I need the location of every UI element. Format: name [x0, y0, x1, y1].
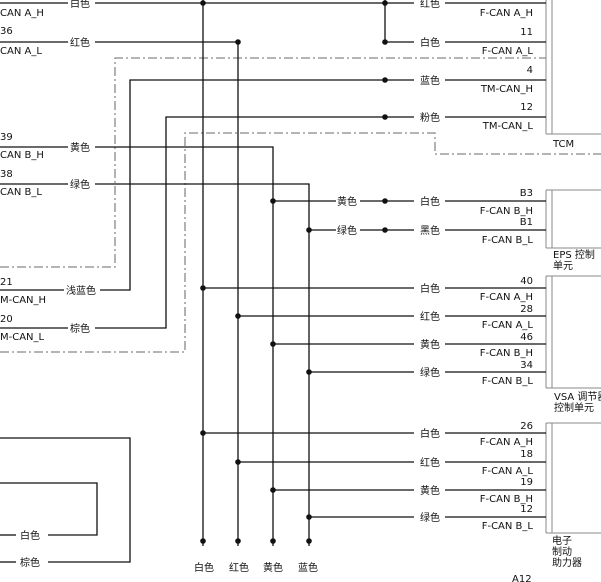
eps-name-1: EPS 控制 [553, 248, 595, 261]
tcm-pin-number: 12 [520, 102, 533, 113]
wire-color-yellow-eps: 黄色 [337, 195, 357, 208]
tcm-pin-color: 粉色 [420, 111, 440, 124]
wires-branches [203, 2, 546, 518]
wire-color-red-36: 红色 [70, 36, 90, 49]
tcm-name: TCM [552, 139, 574, 150]
wires-left [0, 2, 414, 546]
wire-color-white-top: 白色 [70, 0, 90, 10]
bus-color-yellow: 黄色 [263, 561, 283, 574]
wire-color-lightblue-21: 浅蓝色 [66, 284, 96, 297]
shield-lines [0, 57, 601, 353]
eps-pin-color: 黑色 [420, 224, 440, 237]
bus-color-red: 红色 [229, 561, 249, 574]
brake-pin-color: 白色 [420, 427, 440, 440]
brake-pin-number: 12 [520, 504, 533, 515]
brake-box: 电子 制动 助力器 [545, 422, 601, 569]
left-pin-38: 38 [0, 169, 13, 180]
vsa-pin-number: 46 [520, 332, 533, 343]
tcm-pin-number: 4 [527, 65, 533, 76]
vsa-pin-number: 34 [520, 360, 533, 371]
eps-name-2: 单元 [553, 260, 573, 272]
brake-pin-color: 红色 [420, 456, 440, 469]
vsa-pin-color: 红色 [420, 310, 440, 323]
vsa-pin-label: F-CAN B_H [480, 348, 533, 359]
wire-color-labels-mid: 黄色 绿色 [337, 195, 357, 237]
left-label-can-a-h: CAN A_H [0, 8, 44, 19]
vsa-pin-color: 绿色 [420, 366, 440, 379]
brake-pin-label: F-CAN A_L [482, 466, 534, 477]
brake-pin-number: 19 [520, 477, 533, 488]
bottom-pin-number: A12 [512, 574, 532, 582]
eps-box: EPS 控制 单元 [545, 189, 601, 272]
tcm-pin-number: 11 [520, 27, 533, 38]
brake-pin-color: 绿色 [420, 511, 440, 524]
brake-pin-label: F-CAN B_L [482, 521, 534, 532]
brake-pins: 白色 26 F-CAN A_H 红色 18 F-CAN A_L 黄色 19 F-… [420, 421, 533, 532]
eps-pins: 白色 B3 F-CAN B_H 黑色 B1 F-CAN B_L [420, 188, 533, 246]
eps-pin-number: B1 [520, 217, 533, 228]
left-label-m-can-h: M-CAN_H [0, 295, 46, 306]
tcm-pin-label: TM-CAN_L [482, 121, 534, 132]
wire-color-green-38: 绿色 [70, 178, 90, 191]
vsa-name-1: VSA 调节器 [554, 391, 601, 403]
left-label-m-can-l: M-CAN_L [0, 332, 45, 343]
vsa-pin-label: F-CAN A_H [480, 292, 533, 303]
wire-color-white-loop: 白色 [20, 529, 40, 542]
vsa-pin-number: 28 [520, 304, 533, 315]
tcm-box: TCM [545, 0, 601, 150]
wire-color-brown-loop: 棕色 [20, 556, 40, 569]
tcm-pins: 红色 F-CAN A_H 白色 11 F-CAN A_L 蓝色 4 TM-CAN… [420, 0, 533, 132]
eps-pin-label: F-CAN B_L [482, 235, 534, 246]
vsa-pin-color: 白色 [420, 282, 440, 295]
wire-color-labels-bottom: 白色 红色 黄色 蓝色 [194, 561, 318, 574]
brake-pin-number: 18 [520, 449, 533, 460]
left-pin-21: 21 [0, 277, 13, 288]
tcm-pin-color: 红色 [420, 0, 440, 10]
wire-color-labels-left: 白色 红色 黄色 绿色 浅蓝色 棕色 白色 棕色 [20, 0, 96, 569]
vsa-name-2: 控制单元 [554, 401, 594, 414]
left-pin-20: 20 [0, 314, 13, 325]
brake-pin-color: 黄色 [420, 484, 440, 497]
left-pin-39: 39 [0, 132, 13, 143]
wires-lower-left [0, 437, 131, 563]
brake-pin-label: F-CAN B_H [480, 494, 533, 505]
tcm-pin-label: F-CAN A_H [480, 8, 533, 19]
wire-color-brown-20: 棕色 [70, 322, 90, 335]
brake-name-3: 助力器 [552, 556, 582, 569]
wire-color-yellow-39: 黄色 [70, 141, 90, 154]
eps-pin-number: B3 [520, 188, 533, 199]
left-connector-labels: CAN A_H 36 CAN A_L 39 CAN B_H 38 CAN B_L… [0, 8, 46, 343]
wire-color-green-eps: 绿色 [337, 224, 357, 237]
brake-pin-label: F-CAN A_H [480, 437, 533, 448]
vsa-pin-color: 黄色 [420, 338, 440, 351]
vsa-pin-label: F-CAN B_L [482, 376, 534, 387]
tcm-pin-color: 白色 [420, 36, 440, 49]
left-pin-36: 36 [0, 26, 13, 37]
tcm-pin-color: 蓝色 [420, 74, 440, 87]
bus-color-white: 白色 [194, 561, 214, 574]
eps-pin-color: 白色 [420, 195, 440, 208]
brake-name-1: 电子 [552, 534, 572, 547]
brake-name-2: 制动 [552, 545, 572, 558]
left-label-can-b-l: CAN B_L [0, 187, 42, 198]
vsa-pins: 白色 40 F-CAN A_H 红色 28 F-CAN A_L 黄色 46 F-… [420, 276, 533, 387]
junction-dots [200, 0, 388, 544]
left-label-can-b-h: CAN B_H [0, 150, 44, 161]
eps-pin-label: F-CAN B_H [480, 206, 533, 217]
tcm-pin-label: F-CAN A_L [482, 46, 534, 57]
vsa-pin-number: 40 [520, 276, 533, 287]
brake-pin-number: 26 [520, 421, 533, 432]
vsa-pin-label: F-CAN A_L [482, 320, 534, 331]
bus-color-blue: 蓝色 [298, 561, 318, 574]
left-label-can-a-l: CAN A_L [0, 46, 42, 57]
vsa-box: VSA 调节器 控制单元 [545, 275, 601, 414]
tcm-pin-label: TM-CAN_H [480, 84, 533, 95]
